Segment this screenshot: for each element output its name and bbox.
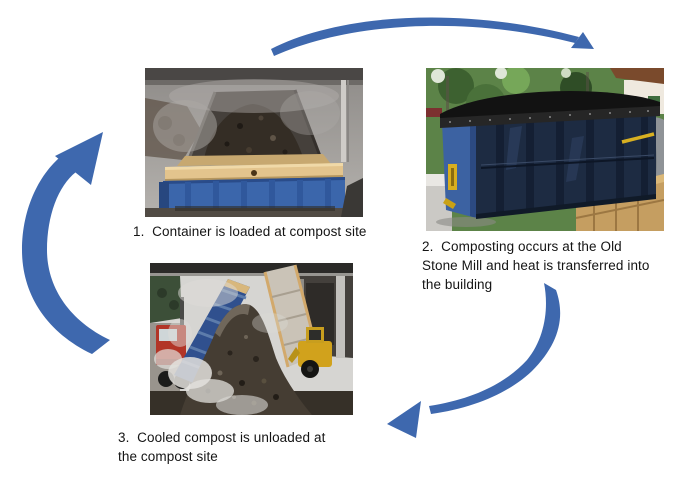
arrow-body — [271, 17, 579, 56]
arrow-body — [429, 283, 561, 414]
photo-step1-scene — [145, 68, 363, 217]
photo-step1-container-loading — [145, 68, 363, 217]
arrow-step1-to-step2-icon — [271, 17, 594, 56]
arrow-body — [22, 154, 110, 354]
arrowhead-icon — [571, 32, 594, 49]
arrow-step2-to-step3-icon — [387, 283, 561, 438]
arrow-step3-to-step1-icon — [22, 132, 110, 354]
arrowhead-icon — [387, 401, 421, 438]
photo-step3-compost-unloading — [150, 263, 353, 415]
arrowhead-icon — [55, 132, 103, 185]
caption-step3: 3. Cooled compost is unloaded at the com… — [118, 430, 326, 464]
photo-step2-scene — [426, 68, 664, 231]
caption-step2: 2. Composting occurs at the Old Stone Mi… — [422, 239, 650, 292]
photo-step3-scene — [150, 263, 353, 415]
caption-step1: 1. Container is loaded at compost site — [133, 224, 367, 239]
photo-step2-composting-container — [426, 68, 664, 231]
